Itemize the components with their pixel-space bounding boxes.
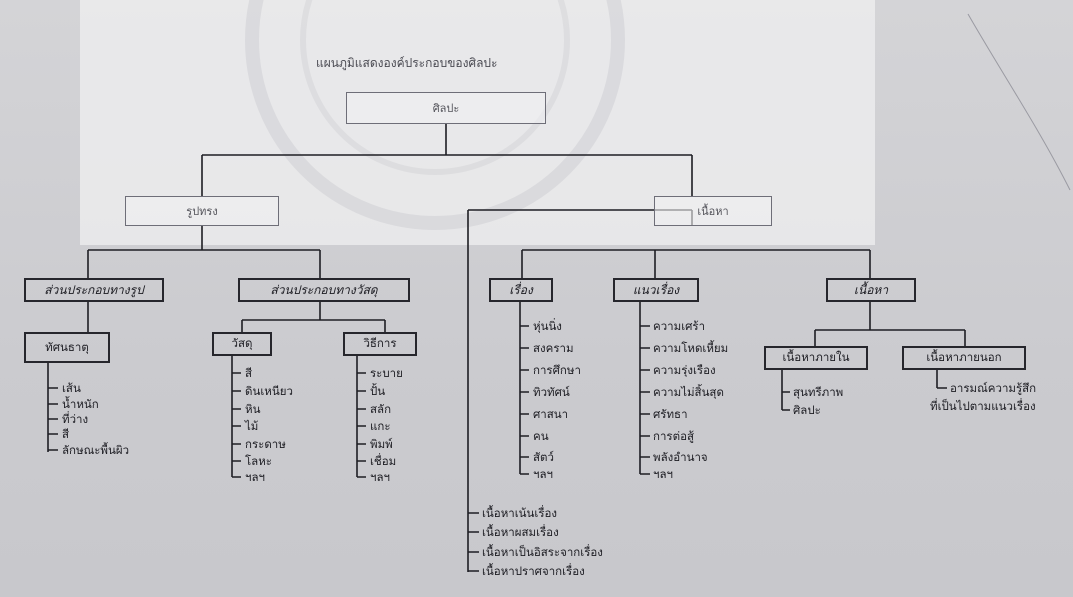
method-item: พิมพ์ — [370, 437, 393, 451]
relation-item: เนื้อหาเน้นเรื่อง — [482, 506, 558, 520]
theme-item: ความโหดเหี้ยม — [653, 341, 729, 355]
inner-content-node: เนื้อหาภายใน — [764, 346, 868, 370]
theme-item: พลังอำนาจ — [653, 450, 708, 464]
story-item: หุ่นนิ่ง — [533, 319, 562, 333]
method-item: ฯลฯ — [370, 470, 390, 484]
story-item: ศาสนา — [533, 407, 569, 421]
story-item: สงคราม — [533, 341, 574, 355]
relation-item: เนื้อหาปราศจากเรื่อง — [482, 564, 585, 578]
content-detail-node: เนื้อหา — [826, 278, 916, 302]
methods-node: วิธีการ — [343, 332, 417, 356]
materials-node: วัสดุ — [212, 332, 272, 356]
visual-item: ลักษณะพื้นผิว — [62, 443, 130, 457]
material-item: โลหะ — [245, 454, 272, 468]
theme-item: ศรัทธา — [653, 407, 688, 421]
story-item: ทิวทัศน์ — [533, 385, 570, 399]
story-item: คน — [533, 429, 549, 443]
method-item: เชื่อม — [370, 454, 397, 468]
outer-content-item: ที่เป็นไปตามแนวเรื่อง — [930, 399, 1036, 413]
story-item: ฯลฯ — [533, 467, 553, 481]
theme-item: ความไม่สิ้นสุด — [653, 385, 724, 399]
material-item: หิน — [245, 402, 261, 416]
form-node: รูปทรง — [125, 196, 279, 226]
inner-content-item: สุนทรีภาพ — [793, 385, 844, 399]
visual-element-node: ทัศนธาตุ — [24, 332, 110, 363]
diagram-title: แผนภูมิแสดงองค์ประกอบของศิลปะ — [316, 56, 498, 70]
theme-item: ฯลฯ — [653, 467, 673, 481]
material-item: กระดาษ — [245, 437, 286, 451]
visual-item: ที่ว่าง — [62, 412, 89, 426]
material-item: สี — [245, 366, 253, 380]
inner-content-item: ศิลปะ — [793, 403, 821, 417]
material-item: ดินเหนียว — [245, 384, 293, 398]
material-item: ฯลฯ — [245, 470, 265, 484]
theme-item: ความเศร้า — [653, 319, 706, 333]
story-node: เรื่อง — [489, 278, 553, 302]
outer-content-item: อารมณ์ความรู้สึก — [950, 381, 1037, 395]
method-item: ปั้น — [370, 384, 386, 398]
theme-item: ความรุ่งเรือง — [653, 363, 716, 377]
story-item: การศึกษา — [533, 363, 581, 377]
visual-elements-node: ส่วนประกอบทางรูป — [24, 278, 164, 302]
visual-item: น้ำหนัก — [62, 397, 99, 411]
outer-content-node: เนื้อหาภายนอก — [902, 346, 1026, 370]
content-node: เนื้อหา — [654, 196, 772, 226]
material-elements-node: ส่วนประกอบทางวัสดุ — [238, 278, 410, 302]
theme-item: การต่อสู้ — [653, 429, 694, 443]
theme-node: แนวเรื่อง — [613, 278, 699, 302]
method-item: แกะ — [370, 419, 391, 433]
visual-item: สี — [62, 427, 70, 441]
method-item: สลัก — [370, 402, 392, 416]
story-item: สัตว์ — [533, 450, 554, 464]
relation-item: เนื้อหาผสมเรื่อง — [482, 525, 559, 539]
visual-item: เส้น — [62, 381, 81, 395]
root-node: ศิลปะ — [346, 92, 546, 124]
method-item: ระบาย — [370, 366, 403, 380]
material-item: ไม้ — [245, 419, 259, 433]
relation-item: เนื้อหาเป็นอิสระจากเรื่อง — [482, 545, 603, 559]
